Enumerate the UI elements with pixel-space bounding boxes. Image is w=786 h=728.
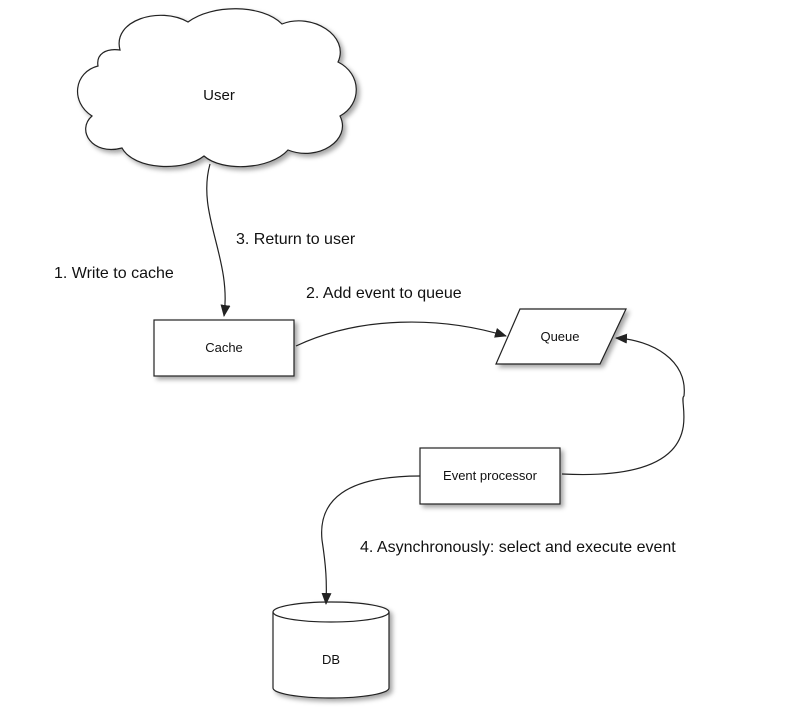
event-processor-box: [419, 447, 561, 505]
user-label: User: [203, 87, 235, 104]
cache-to-queue-arrow: [295, 321, 507, 347]
write-to-cache-label: 1. Write to cache: [54, 265, 174, 282]
event-processor-to-queue-arrow: [561, 333, 685, 476]
event-processor-label: Event processor: [443, 468, 538, 483]
queue-shape: [495, 308, 627, 365]
event-processor-to-db-arrow: [321, 475, 421, 605]
user-to-cache-arrow: [206, 163, 231, 317]
cache-node: Cache: [153, 319, 295, 377]
db-node: DB: [272, 601, 390, 699]
add-event-to-queue-label: 2. Add event to queue: [306, 285, 462, 302]
db-label: DB: [322, 652, 340, 667]
database-icon: [272, 601, 390, 699]
queue-label: Queue: [540, 329, 579, 344]
event-processor-node: Event processor: [419, 447, 561, 505]
return-to-user-label: 3. Return to user: [236, 231, 356, 248]
cache-label: Cache: [205, 340, 243, 355]
cloud-icon: [77, 8, 357, 168]
database-top-rim: [272, 611, 390, 623]
async-select-execute-label: 4. Asynchronously: select and execute ev…: [360, 539, 676, 556]
queue-node: Queue: [495, 308, 627, 365]
cache-box: [153, 319, 295, 377]
user-cloud-node: User: [77, 8, 357, 168]
